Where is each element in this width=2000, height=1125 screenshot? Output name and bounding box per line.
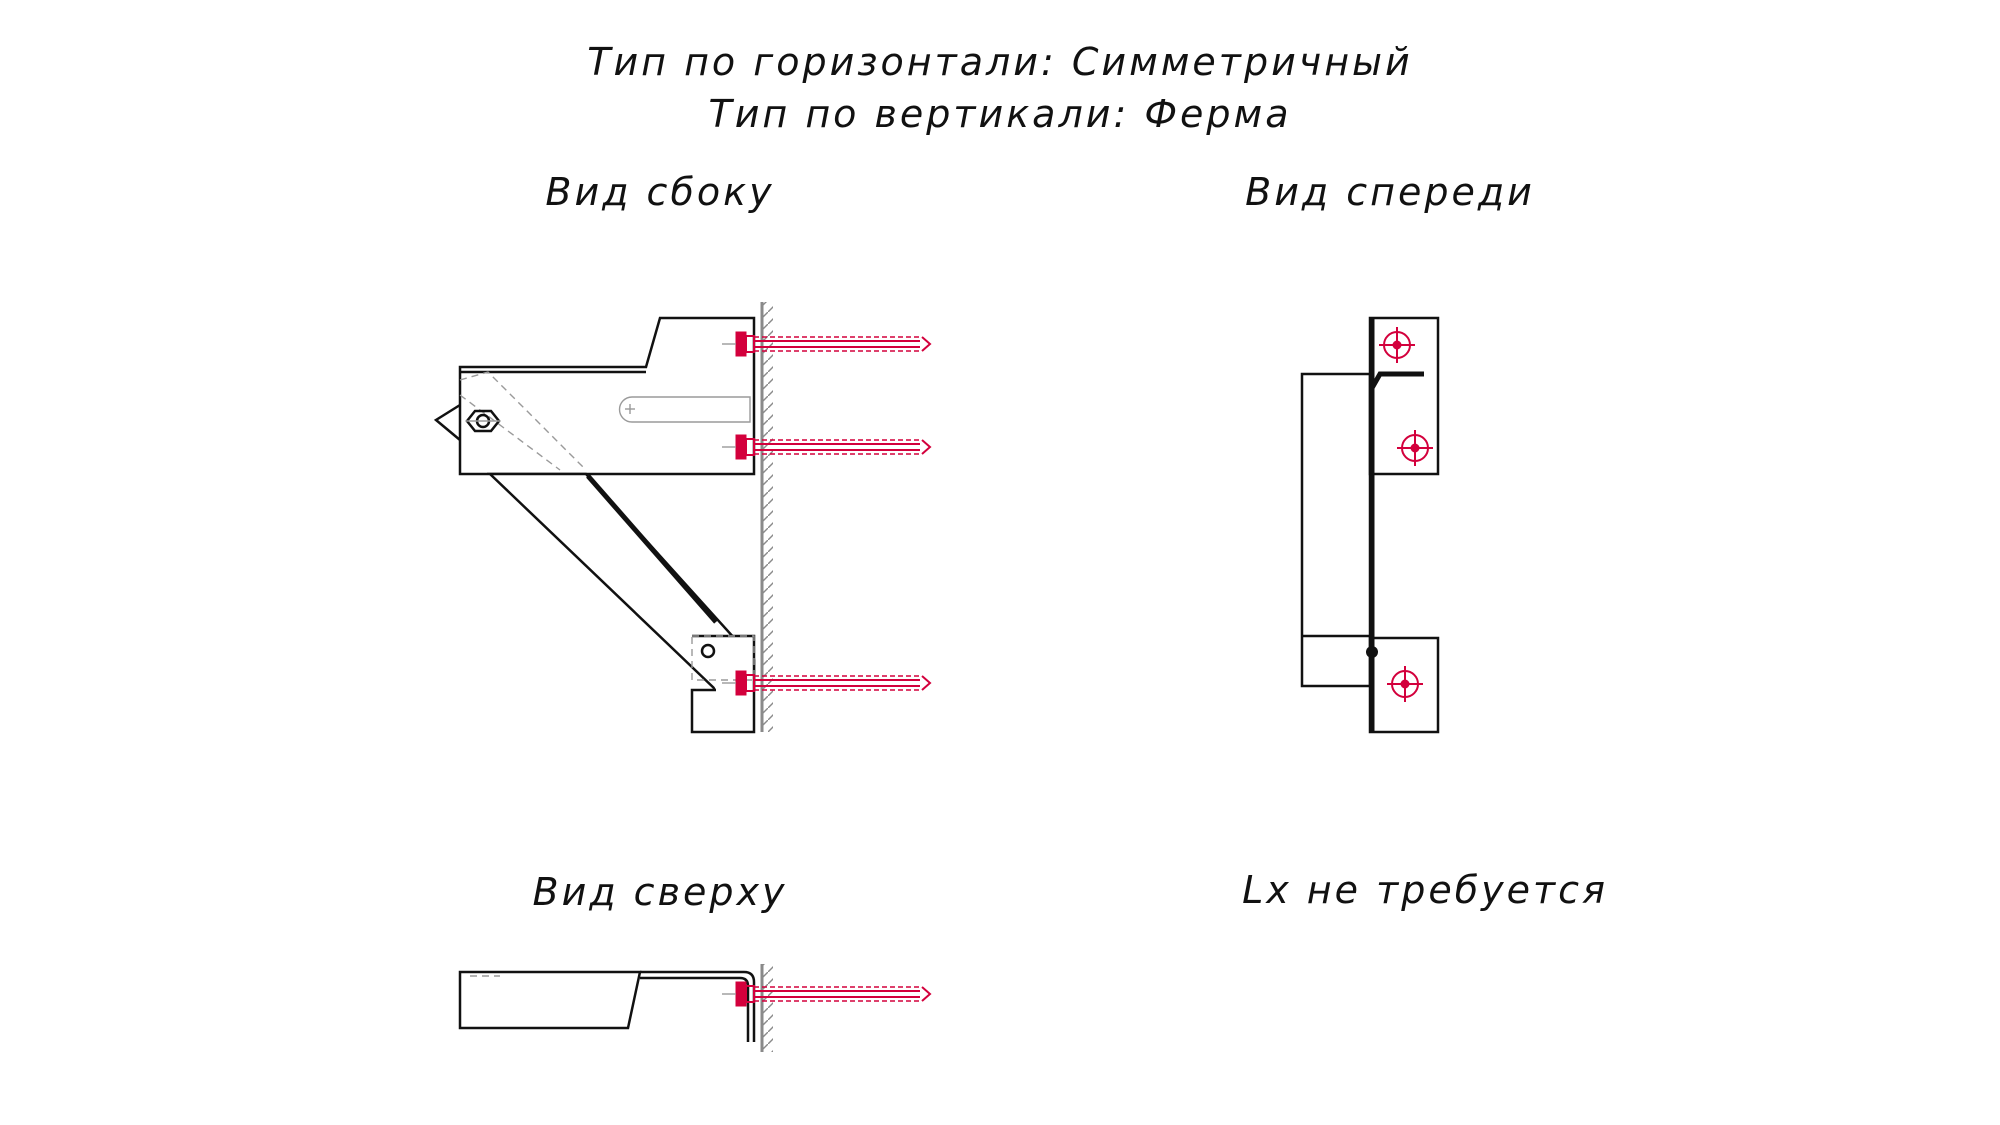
- side-tip: [433, 403, 461, 441]
- front-profile: [1300, 372, 1372, 688]
- side-anchor-top: [721, 331, 931, 357]
- lx-note: Lx не требуется: [1242, 868, 1608, 912]
- top-view: [458, 964, 931, 1052]
- hex-nut-icon: [465, 409, 501, 433]
- side-anchor-middle: [721, 434, 931, 460]
- side-slot: [618, 396, 751, 423]
- top-bracket: [458, 970, 642, 1030]
- top-view-caption: Вид сверху: [532, 870, 788, 914]
- side-main-bracket: [458, 316, 756, 476]
- top-anchor: [721, 981, 931, 1007]
- side-wall-hatch: [763, 302, 773, 732]
- side-anchor-bottom: [721, 670, 931, 696]
- vertical-type-title: Тип по вертикали: Ферма: [708, 92, 1292, 136]
- front-view-caption: Вид спереди: [1245, 170, 1535, 214]
- side-view: [433, 302, 931, 734]
- horizontal-type-title: Тип по горизонтали: Симметричный: [587, 40, 1413, 84]
- front-view: [1300, 316, 1440, 734]
- side-view-caption: Вид сбоку: [545, 170, 775, 214]
